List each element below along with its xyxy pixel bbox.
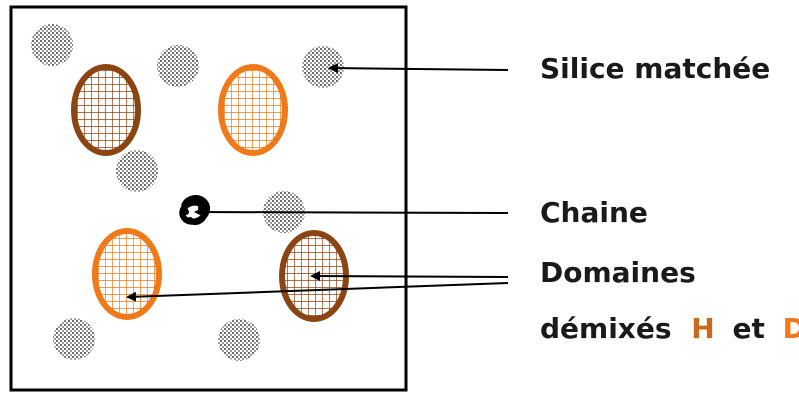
silica-particle-icon — [53, 318, 95, 360]
silica-particle-icon — [31, 24, 73, 66]
label-et: et — [732, 312, 764, 345]
label-silice: Silice matchée — [540, 52, 770, 85]
demixed-domain-icon-light — [218, 64, 288, 156]
label-chaine: Chaine — [540, 196, 648, 229]
arrow-domaine-light — [126, 282, 509, 302]
demixed-domain-icon-light — [92, 228, 162, 320]
label-demixes: démixés — [540, 312, 672, 345]
label-domaines-line1: Domaines — [540, 256, 696, 289]
arrow-silice — [328, 63, 509, 74]
label-h: H — [691, 312, 714, 345]
arrow-domaine-dark — [310, 271, 509, 282]
demixed-domain-icon-dark — [71, 64, 141, 156]
silica-particle-icon — [157, 45, 199, 87]
demixed-domains — [71, 64, 349, 322]
label-d: D — [783, 312, 799, 345]
arrow-chaine — [194, 207, 509, 218]
silica-particle-icon — [116, 150, 158, 192]
silica-particle-icon — [302, 46, 344, 88]
label-domaines-line2: démixés H et D — [540, 312, 799, 345]
silica-particle-icon — [218, 319, 260, 361]
